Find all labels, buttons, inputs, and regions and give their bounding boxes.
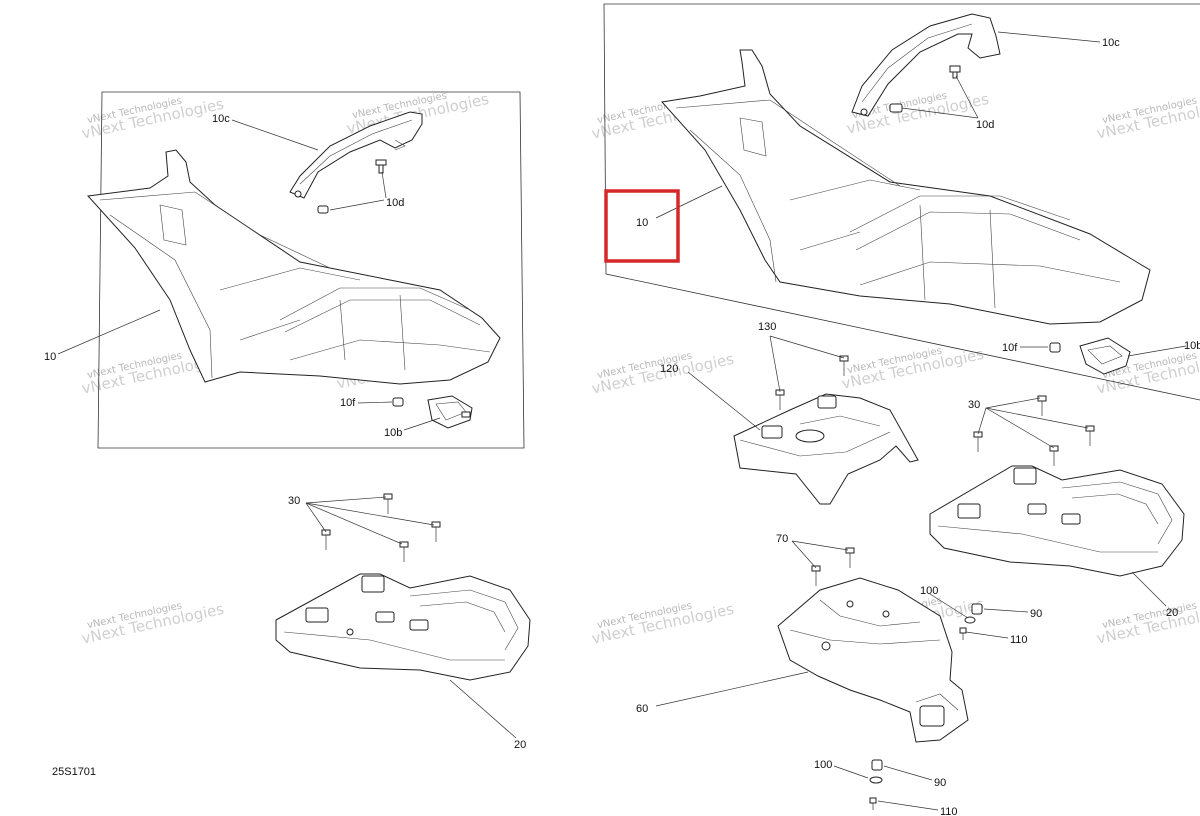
right-leaders bbox=[655, 31, 1187, 811]
left-handle-10c bbox=[289, 111, 423, 199]
callout-100: 100 bbox=[814, 759, 832, 771]
left-clip-10f bbox=[392, 397, 404, 407]
right-bolts-130 bbox=[775, 355, 849, 410]
callout-20: 20 bbox=[1166, 607, 1178, 619]
callout-10c: 10c bbox=[1102, 37, 1120, 49]
callout-10f: 10f bbox=[1002, 342, 1018, 354]
right-inset-frame bbox=[603, 3, 1200, 401]
left-seat bbox=[86, 149, 501, 385]
callout-120: 120 bbox=[660, 363, 678, 375]
callout-10: 10 bbox=[44, 351, 56, 363]
callout-60: 60 bbox=[636, 703, 648, 715]
left-latch-10b bbox=[427, 395, 473, 429]
callout-100: 100 bbox=[920, 585, 938, 597]
callout-110: 110 bbox=[1010, 634, 1028, 646]
left-bolts-30 bbox=[321, 493, 441, 562]
right-rack-20 bbox=[929, 465, 1185, 577]
right-assembly: 10c 10d 10 10f 10b 130 120 30 20 70 100 … bbox=[603, 3, 1200, 816]
highlight-box bbox=[604, 189, 680, 263]
callout-90: 90 bbox=[1030, 608, 1042, 620]
right-hardware-upper bbox=[959, 603, 983, 640]
callout-10: 10 bbox=[636, 217, 648, 229]
callout-130: 130 bbox=[758, 321, 776, 333]
right-clip-10f bbox=[1049, 342, 1061, 353]
drawing-code: 25S1701 bbox=[52, 766, 96, 778]
callout-10d: 10d bbox=[976, 119, 994, 131]
callout-10d: 10d bbox=[386, 197, 404, 209]
callout-10c: 10c bbox=[212, 113, 230, 125]
right-hardware-lower bbox=[869, 759, 883, 810]
right-bracket-120 bbox=[733, 393, 919, 505]
left-clip-10d bbox=[317, 159, 387, 214]
left-assembly: 10c 10d 10 10f 10b 30 20 bbox=[44, 91, 531, 751]
callout-30: 30 bbox=[288, 495, 300, 507]
right-bolts-70 bbox=[811, 547, 855, 586]
right-mount-60 bbox=[777, 577, 969, 743]
right-handle-10c bbox=[851, 13, 1001, 117]
callout-10b: 10b bbox=[384, 427, 402, 439]
left-leaders bbox=[57, 119, 517, 739]
right-latch-10b bbox=[1079, 337, 1131, 375]
right-clip-10d bbox=[889, 65, 961, 113]
callout-110: 110 bbox=[940, 806, 958, 816]
left-inset-frame bbox=[97, 91, 525, 449]
callout-20: 20 bbox=[514, 739, 526, 751]
callout-90: 90 bbox=[934, 777, 946, 789]
callout-70: 70 bbox=[776, 533, 788, 545]
left-rack-20 bbox=[275, 573, 531, 681]
callout-10f: 10f bbox=[340, 397, 356, 409]
right-seat bbox=[661, 49, 1151, 325]
callout-30: 30 bbox=[968, 399, 980, 411]
right-bolts-30 bbox=[973, 395, 1095, 466]
callout-10b: 10b bbox=[1184, 340, 1200, 352]
